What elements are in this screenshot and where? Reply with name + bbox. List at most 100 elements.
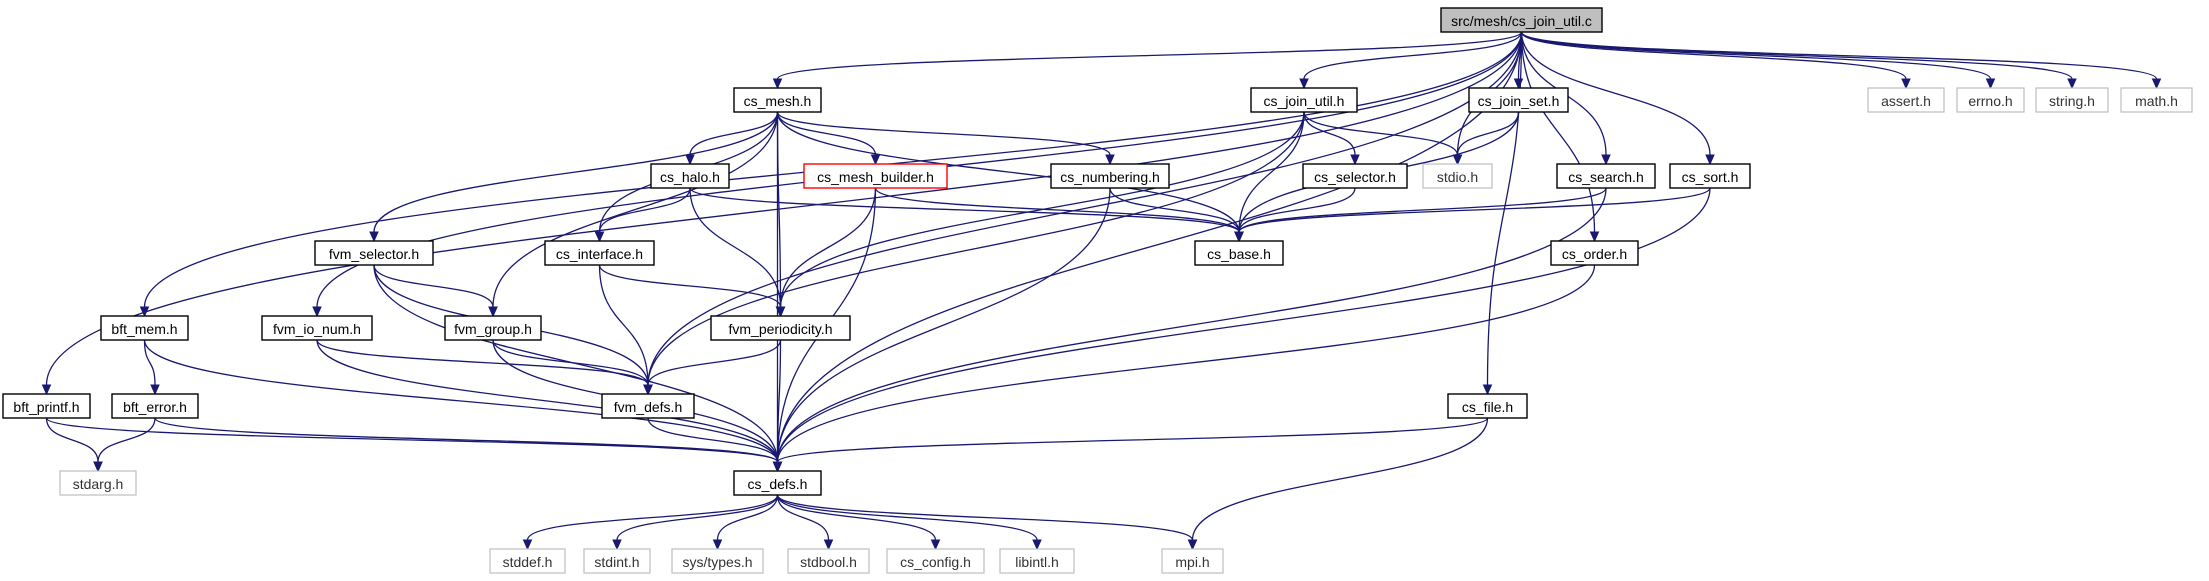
node-stdarg: stdarg.h (59, 470, 137, 496)
node-label: cs_selector.h (1314, 169, 1396, 185)
edge-line (316, 339, 649, 386)
edge-root-to-bft_printf (41, 31, 1523, 396)
node-string: string.h (2035, 87, 2109, 113)
node-box (601, 393, 695, 419)
edge-line (598, 264, 649, 386)
node-label: cs_numbering.h (1060, 169, 1160, 185)
node-label: cs_interface.h (556, 246, 643, 262)
node-box (1867, 87, 1945, 113)
edge-cs_order-to-cs_defs (772, 264, 1596, 473)
node-fvm-group[interactable]: fvm_group.h (444, 315, 542, 341)
edge-line (779, 187, 877, 308)
edge-line (689, 187, 782, 308)
node-cs-halo[interactable]: cs_halo.h (650, 163, 730, 189)
arrowhead (1032, 539, 1042, 551)
node-label: cs_order.h (1562, 246, 1627, 262)
node-label: cs_join_util.h (1264, 93, 1345, 109)
edge-line (1520, 31, 1711, 156)
node-fvm-defs[interactable]: fvm_defs.h (601, 393, 695, 419)
arrowhead (775, 306, 786, 318)
edge-cs_join_set-to-stdio (1452, 111, 1520, 166)
edge-line (1520, 31, 2158, 80)
edge-cs_mesh_builder-to-cs_base (874, 187, 1244, 243)
node-box (1161, 548, 1224, 574)
node-label: stdio.h (1437, 169, 1478, 185)
node-cs-join-set[interactable]: cs_join_set.h (1468, 87, 1569, 113)
edge-cs_interface-to-fvm_periodicity (598, 264, 786, 318)
edge-line (776, 31, 1523, 80)
node-label: fvm_periodicity.h (728, 321, 832, 337)
edge-line (1456, 111, 1520, 156)
node-label: mpi.h (1175, 554, 1209, 570)
edge-line (776, 264, 1596, 463)
node-box (886, 548, 985, 574)
arrowhead (772, 461, 783, 473)
node-bft-error[interactable]: bft_error.h (111, 393, 199, 419)
edge-line (316, 339, 779, 463)
edge-cs_sort-to-cs_defs (772, 187, 1711, 473)
node-box (733, 470, 822, 496)
node-bft-printf[interactable]: bft_printf.h (2, 393, 91, 419)
node-cs-base[interactable]: cs_base.h (1194, 240, 1284, 266)
edge-line (776, 417, 1489, 463)
node-label: fvm_group.h (454, 321, 532, 337)
edge-line (647, 111, 1305, 386)
node-root[interactable]: src/mesh/cs_join_util.c (1440, 7, 1603, 33)
arrowhead (93, 461, 103, 473)
node-label: stdbool.h (800, 554, 857, 570)
node-cs-mesh[interactable]: cs_mesh.h (733, 87, 822, 113)
edge-line (154, 417, 779, 463)
node-box (314, 240, 434, 266)
edge-bft_printf-to-cs_defs (45, 417, 783, 473)
arrowhead (612, 539, 622, 551)
node-box (733, 87, 822, 113)
node-fvm-periodicity[interactable]: fvm_periodicity.h (710, 315, 851, 341)
arrowhead (522, 539, 533, 551)
arrowhead (643, 384, 653, 396)
edge-line (45, 417, 779, 463)
node-box (1302, 163, 1408, 189)
node-label: stdint.h (594, 554, 639, 570)
node-cs-sort[interactable]: cs_sort.h (1669, 163, 1751, 189)
node-box (1447, 393, 1528, 419)
arrowhead (594, 231, 605, 243)
node-stddef: stddef.h (489, 548, 566, 574)
edge-line (598, 264, 782, 308)
node-cs-file[interactable]: cs_file.h (1447, 393, 1528, 419)
node-fvm-selector[interactable]: fvm_selector.h (314, 240, 434, 266)
node-cs-join-util[interactable]: cs_join_util.h (1250, 87, 1358, 113)
edge-line (776, 187, 1711, 463)
node-label: sys/types.h (682, 554, 752, 570)
node-libintl: libintl.h (999, 548, 1075, 574)
node-label: string.h (2049, 93, 2095, 109)
node-label: cs_search.h (1568, 169, 1643, 185)
node-fvm-io-num[interactable]: fvm_io_num.h (261, 315, 373, 341)
edge-line (776, 111, 1240, 233)
node-box (111, 393, 199, 419)
node-cs-order[interactable]: cs_order.h (1550, 240, 1639, 266)
edge-root-to-cs_mesh (772, 31, 1523, 90)
edge-root-to-cs_join_util (1299, 31, 1523, 90)
node-cs-numbering[interactable]: cs_numbering.h (1050, 163, 1170, 189)
node-box (489, 548, 566, 574)
edge-bft_mem-to-bft_error (143, 339, 160, 396)
node-label: assert.h (1881, 93, 1931, 109)
node-box (710, 315, 851, 341)
node-assert: assert.h (1867, 87, 1945, 113)
node-cs-interface[interactable]: cs_interface.h (544, 240, 655, 266)
node-cs-defs[interactable]: cs_defs.h (733, 470, 822, 496)
node-mpi: mpi.h (1161, 548, 1224, 574)
edge-line (1238, 187, 1356, 233)
node-cs-search[interactable]: cs_search.h (1556, 163, 1656, 189)
node-box (59, 470, 137, 496)
node-bft-mem[interactable]: bft_mem.h (100, 315, 189, 341)
edge-root-to-cs_order (1520, 31, 1600, 243)
edge-line (616, 494, 779, 541)
edge-root-to-assert (1520, 31, 1911, 90)
node-box (1440, 7, 1603, 33)
node-cs-mesh-builder[interactable]: cs_mesh_builder.h (803, 163, 948, 189)
node-cs-selector[interactable]: cs_selector.h (1302, 163, 1408, 189)
arrowhead (41, 384, 52, 396)
node-box (650, 163, 730, 189)
edge-cs_defs-to-mpi (776, 494, 1198, 551)
